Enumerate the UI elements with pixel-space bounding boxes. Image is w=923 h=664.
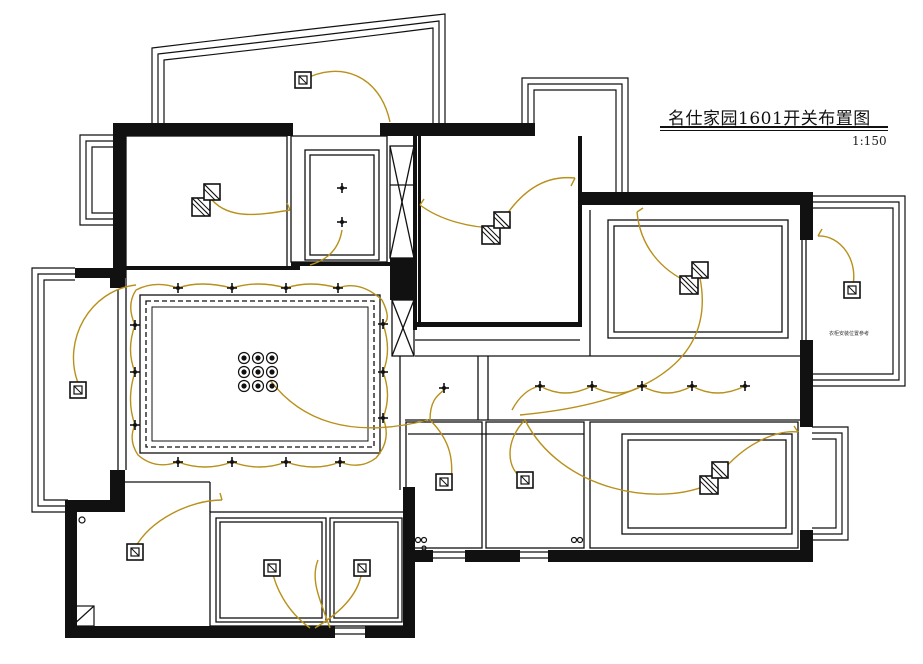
title-underline-2 <box>660 130 888 131</box>
balcony-left <box>31 267 75 513</box>
chandelier-icon <box>237 351 279 393</box>
drawing-scale: 1:150 <box>852 134 887 148</box>
bay-window-left-top <box>79 134 113 226</box>
bay-window-top-right <box>521 77 629 195</box>
switch-ticks <box>219 177 823 501</box>
walls <box>65 123 813 638</box>
room-note: 衣柜安装位置参考 <box>829 331 870 337</box>
balcony-right <box>812 195 906 387</box>
title-underline-1 <box>660 126 888 128</box>
bay-window-right-bottom <box>812 426 849 541</box>
living-ceiling <box>139 294 381 454</box>
interior-lines <box>117 135 807 635</box>
balcony-top <box>151 13 446 125</box>
fixtures <box>71 516 584 627</box>
wiring <box>72 70 855 629</box>
drawing-title: 名仕家园1601开关布置图 <box>668 109 871 129</box>
